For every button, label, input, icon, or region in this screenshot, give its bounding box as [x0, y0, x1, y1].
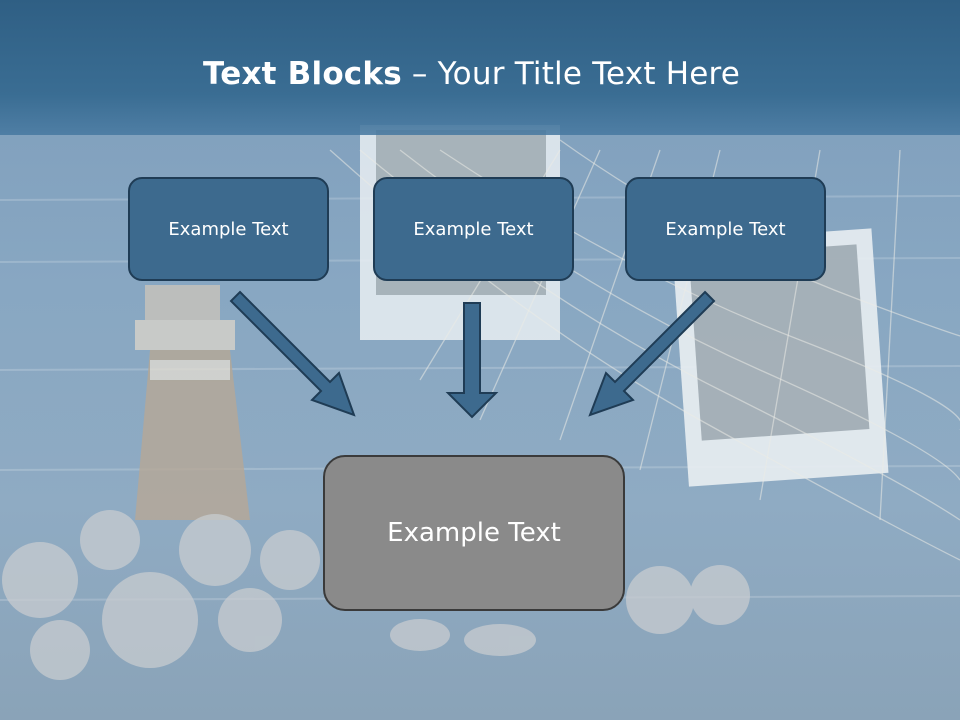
text-block-3-label: Example Text	[665, 218, 786, 240]
text-block-1-label: Example Text	[168, 218, 289, 240]
text-block-2-label: Example Text	[413, 218, 534, 240]
text-block-result[interactable]: Example Text	[323, 455, 625, 611]
title-bold: Text Blocks	[203, 56, 402, 92]
text-block-3[interactable]: Example Text	[625, 177, 826, 281]
title-bar	[0, 0, 960, 135]
photo-frame-right	[671, 228, 889, 487]
slide-title: Text Blocks – Your Title Text Here	[203, 56, 740, 92]
title-rest: – Your Title Text Here	[401, 56, 741, 92]
arrow-left-diagonal	[229, 290, 356, 417]
arrow-right-diagonal	[588, 290, 716, 417]
text-block-result-label: Example Text	[387, 518, 561, 548]
arrow-center-down	[445, 302, 499, 419]
text-block-1[interactable]: Example Text	[128, 177, 329, 281]
lighthouse-figure	[135, 285, 250, 520]
text-block-2[interactable]: Example Text	[373, 177, 574, 281]
seashells	[2, 510, 750, 680]
